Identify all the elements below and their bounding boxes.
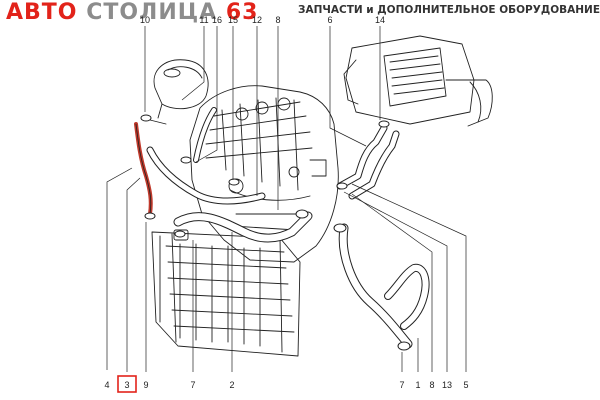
site-header: АВТО СТОЛИЦА 63 ЗАПЧАСТИ и ДОПОЛНИТЕЛЬНО… [0, 0, 600, 26]
callout-10: 10 [140, 15, 150, 25]
brand-logo: АВТО СТОЛИЦА 63 [6, 0, 258, 25]
callout-5: 5 [463, 380, 468, 390]
callout-16: 16 [212, 15, 222, 25]
callout-7-right: 7 [399, 380, 404, 390]
brand-avto: АВТО [6, 0, 78, 25]
callout-13: 13 [442, 380, 452, 390]
callout-3: 3 [124, 380, 129, 390]
callout-4: 4 [104, 380, 109, 390]
highlight-box [117, 375, 137, 393]
brand-number: 63 [225, 0, 259, 25]
callout-15: 15 [228, 15, 238, 25]
header-tagline: ЗАПЧАСТИ и ДОПОЛНИТЕЛЬНОЕ ОБОРУДОВАНИЕ [298, 4, 600, 16]
heater-unit [343, 35, 493, 127]
callout-2: 2 [229, 380, 234, 390]
callout-7-left: 7 [190, 380, 195, 390]
expansion-tank [149, 59, 209, 125]
callout-9: 9 [143, 380, 148, 390]
callout-1: 1 [415, 380, 420, 390]
brand-stolitsa: СТОЛИЦА [86, 0, 218, 25]
callout-11: 11 [199, 15, 208, 25]
radiator [151, 229, 301, 357]
highlighted-hose-3 [134, 122, 153, 216]
callout-12: 12 [252, 15, 262, 25]
callout-8-bottom: 8 [429, 380, 434, 390]
callout-8-top: 8 [275, 15, 280, 25]
callout-14: 14 [375, 15, 385, 25]
callout-6: 6 [327, 15, 332, 25]
